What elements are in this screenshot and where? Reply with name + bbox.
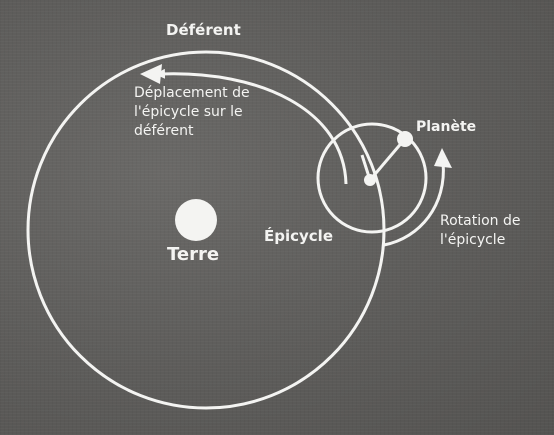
planet-label: Planète: [416, 119, 477, 135]
epicycle-radius-arm: [368, 139, 406, 181]
epicycle-rotation-arrow: [383, 161, 445, 247]
epicycle-rotation-label: Rotation de l'épicycle: [440, 213, 521, 248]
earth-label: Terre: [167, 244, 220, 265]
epicycle-radius-arm-short: [360, 154, 372, 181]
deferent-motion-arrowhead: [140, 64, 162, 84]
epicycle-rotation-arrowhead: [434, 148, 452, 168]
deferent-label: Déférent: [166, 21, 241, 39]
epicycle-label: Épicycle: [264, 227, 334, 245]
deferent-motion-arrow: [155, 68, 348, 185]
earth-disc: [175, 199, 217, 241]
epicycle-circle: [316, 122, 428, 234]
planet-dot: [397, 131, 413, 147]
deferent-motion-label: Déplacement de l'épicycle sur le déféren…: [134, 85, 250, 139]
